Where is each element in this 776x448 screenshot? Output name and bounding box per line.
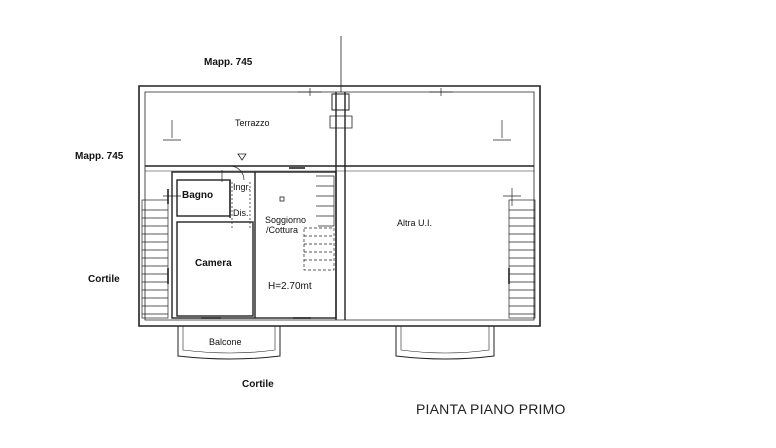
- plan-title: PIANTA PIANO PRIMO: [416, 401, 566, 417]
- room-altra-ui: Altra U.I.: [397, 218, 433, 228]
- room-bagno: Bagno: [182, 190, 214, 201]
- room-disimpegno: Dis.: [233, 208, 249, 218]
- left-staircase: [141, 199, 169, 319]
- room-soggiorno: Soggiorno: [265, 215, 307, 225]
- apartment-walls: [171, 171, 337, 319]
- balcone-label: Balcone: [209, 337, 242, 347]
- room-cottura: /Cottura: [266, 225, 299, 235]
- internal-stair: [303, 227, 335, 271]
- room-terrazzo: Terrazzo: [235, 118, 270, 128]
- outer-wall: [138, 85, 541, 327]
- inner-wall-offset: [144, 91, 535, 321]
- right-staircase: [508, 199, 536, 319]
- column-marks: [163, 88, 521, 206]
- pillar-top: [331, 93, 350, 111]
- cortile-left-label: Cortile: [88, 274, 120, 285]
- room-camera: Camera: [195, 258, 232, 269]
- ceiling-height: H=2.70mt: [268, 281, 312, 292]
- door-arc: [229, 165, 245, 181]
- mapp-left-label: Mapp. 745: [75, 151, 124, 162]
- balcony-left: [177, 326, 281, 360]
- room-ingresso: Ingr.: [233, 182, 251, 192]
- mapp-top-label: Mapp. 745: [204, 57, 253, 68]
- balcony-right: [395, 326, 495, 360]
- cortile-bottom-label: Cortile: [242, 379, 274, 390]
- window-marks: [167, 167, 510, 319]
